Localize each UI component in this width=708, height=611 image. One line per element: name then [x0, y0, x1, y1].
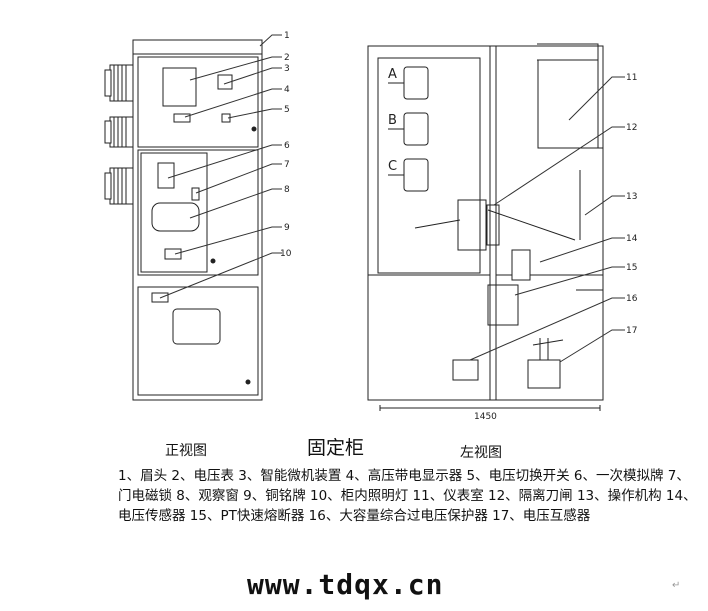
- svg-text:8: 8: [284, 185, 290, 195]
- side-callouts: 11 12 13 14 15 16 17 A B C 1450: [388, 67, 638, 422]
- drawing-title: 固定柜: [307, 437, 365, 459]
- insulators: [388, 66, 429, 192]
- svg-text:11: 11: [626, 73, 637, 83]
- svg-text:9: 9: [284, 223, 290, 233]
- website-link: www.tdqx.cn: [247, 568, 444, 601]
- parts-legend: 1、眉头 2、电压表 3、智能微机装置 4、高压带电显示器 5、电压切换开关 6…: [118, 468, 697, 524]
- bushings: [104, 64, 134, 205]
- svg-text:1: 1: [284, 31, 290, 41]
- side-view: [367, 43, 625, 411]
- front-view: [104, 34, 282, 401]
- svg-text:3: 3: [284, 64, 290, 74]
- front-callouts: 1 2 3 4 5 6 7 8 9 10: [280, 31, 292, 259]
- svg-text:16: 16: [626, 294, 638, 304]
- svg-text:17: 17: [626, 326, 637, 336]
- phase-b-label: B: [388, 113, 397, 128]
- phase-a-label: A: [388, 67, 397, 82]
- svg-text:14: 14: [626, 234, 638, 244]
- svg-text:10: 10: [280, 249, 292, 259]
- svg-text:12: 12: [626, 123, 637, 133]
- svg-text:15: 15: [626, 263, 637, 273]
- svg-text:4: 4: [284, 85, 290, 95]
- front-view-label: 正视图: [165, 443, 207, 459]
- side-view-label: 左视图: [460, 445, 502, 461]
- return-mark: ↵: [672, 580, 681, 591]
- svg-text:5: 5: [284, 105, 290, 115]
- svg-text:13: 13: [626, 192, 637, 202]
- dimension-label: 1450: [474, 412, 497, 422]
- svg-text:2: 2: [284, 53, 290, 63]
- phase-c-label: C: [388, 159, 397, 174]
- svg-text:7: 7: [284, 160, 290, 170]
- svg-text:6: 6: [284, 141, 290, 151]
